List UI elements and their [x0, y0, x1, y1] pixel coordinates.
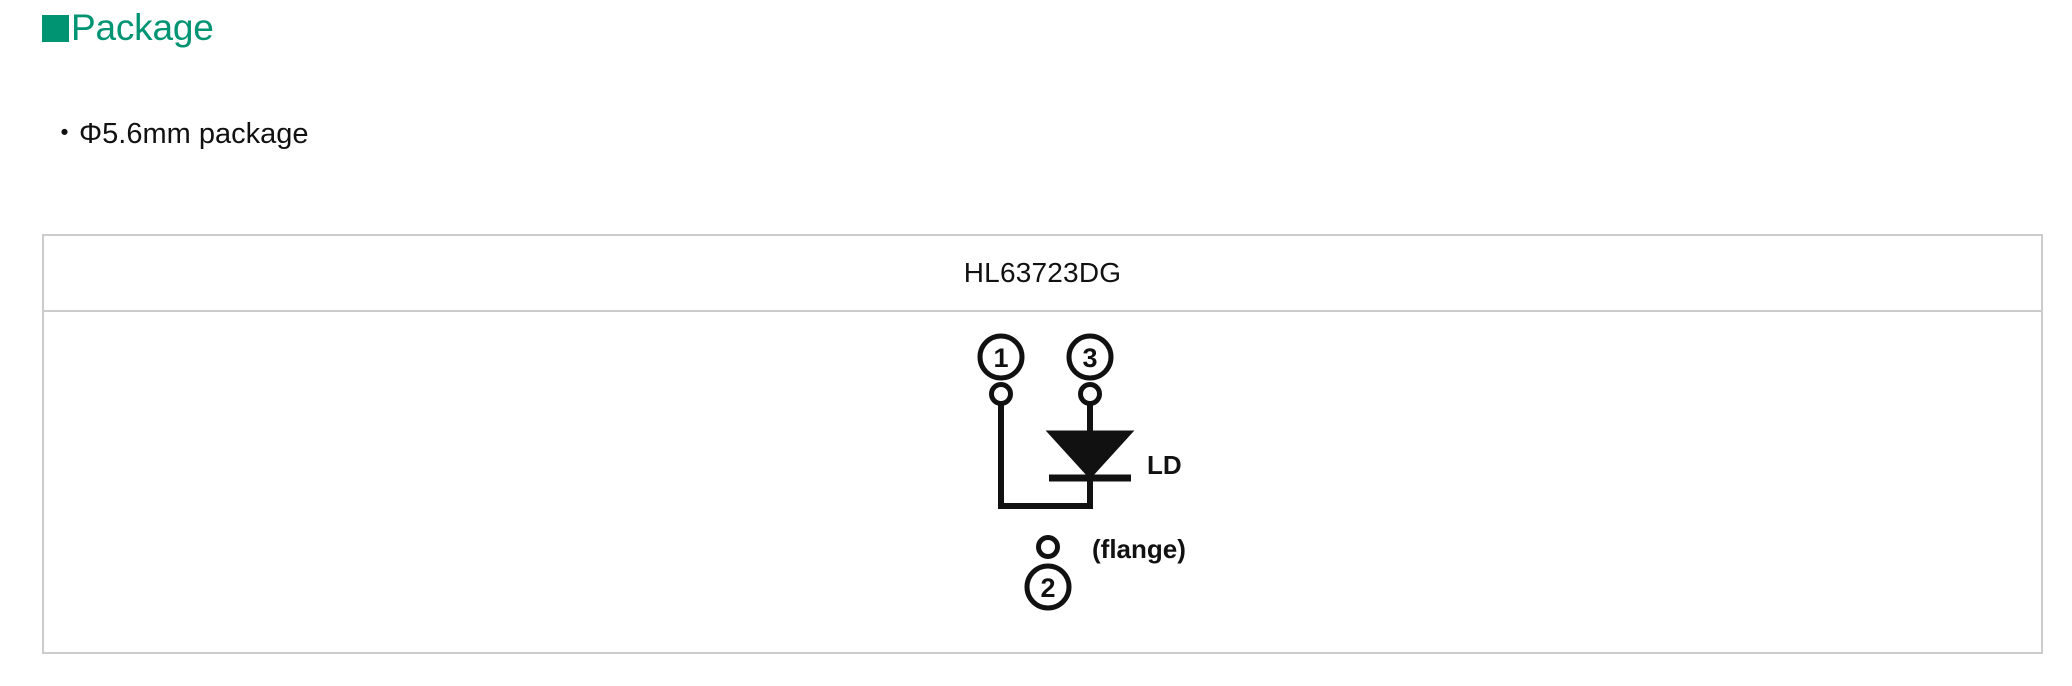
pin-2-terminal-circle	[1036, 535, 1060, 559]
pin-diagram-container: 1 3 LD	[44, 312, 2041, 652]
pin-2-group: 2 (flange)	[1024, 534, 1186, 611]
diode-triangle-icon	[1045, 430, 1135, 480]
pin-3-terminal-circle	[1078, 382, 1102, 406]
package-bullet-item: ・Φ5.6mm package	[50, 118, 309, 150]
pin-1-wire	[998, 401, 1093, 509]
flange-label: (flange)	[1092, 534, 1186, 564]
pin-1-number-circle	[977, 333, 1025, 381]
laser-diode-label: LD	[1147, 450, 1182, 480]
pin-3-number-circle	[1066, 333, 1114, 381]
table-body-row: 1 3 LD	[44, 312, 2041, 652]
pin-1-group: 1	[977, 333, 1093, 509]
pin-1-terminal-circle	[989, 382, 1013, 406]
page-title: Package	[71, 6, 214, 48]
part-number-label: HL63723DG	[963, 257, 1122, 288]
table-header-row: HL63723DG	[44, 236, 2041, 312]
pin-3-group: 3	[1066, 333, 1114, 509]
laser-diode-symbol: LD	[1045, 430, 1182, 482]
package-table: HL63723DG 1 3	[42, 234, 2043, 654]
laser-diode-circuit-diagram: 1 3 LD	[977, 333, 1186, 611]
pin-2-number: 2	[1040, 573, 1055, 603]
section-heading: Package	[42, 4, 214, 50]
filled-square-icon	[42, 15, 69, 42]
pin-2-number-circle	[1024, 563, 1072, 611]
pin-1-number: 1	[993, 343, 1008, 373]
pin-3-number: 3	[1082, 343, 1097, 373]
